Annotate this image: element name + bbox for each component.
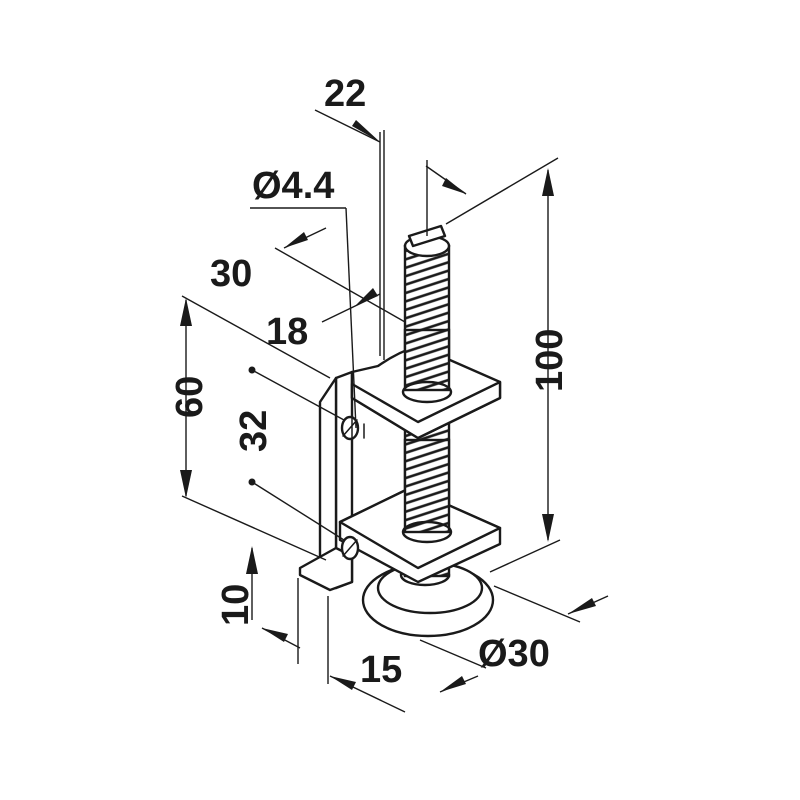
dimension-lines bbox=[180, 109, 609, 713]
label-32: 32 bbox=[233, 410, 275, 452]
label-100: 100 bbox=[529, 329, 571, 392]
bracket-bottom-flange bbox=[298, 546, 354, 592]
label-60: 60 bbox=[169, 376, 211, 418]
label-10: 10 bbox=[215, 584, 257, 626]
label-18: 18 bbox=[266, 311, 308, 353]
label-15: 15 bbox=[360, 649, 402, 691]
bracket-upper-plate-edge bbox=[350, 380, 502, 440]
dimension-labels: 22 Ø4.4 30 18 60 32 100 10 15 Ø30 bbox=[169, 73, 571, 691]
label-30: 30 bbox=[210, 253, 252, 295]
rod-hole-upper bbox=[401, 380, 453, 404]
threaded-rod-mid bbox=[403, 328, 451, 392]
leveling-foot-part bbox=[298, 224, 502, 638]
label-22: 22 bbox=[324, 73, 366, 115]
rod-hole-lower bbox=[401, 520, 453, 544]
label-diameter-30: Ø30 bbox=[478, 633, 550, 675]
threaded-rod-lower bbox=[403, 438, 451, 534]
label-diameter-4-4: Ø4.4 bbox=[252, 165, 334, 207]
